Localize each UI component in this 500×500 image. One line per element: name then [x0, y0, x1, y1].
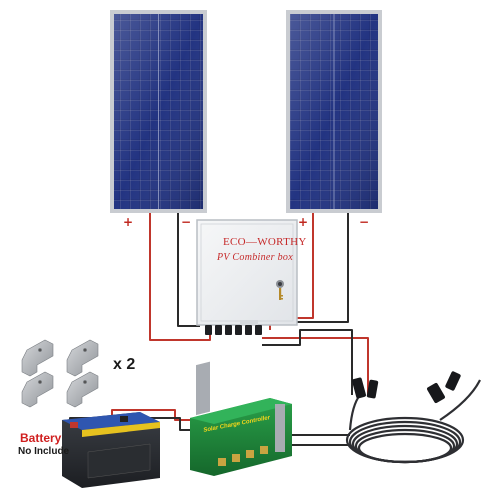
combiner-box	[196, 219, 298, 335]
right-panel-positive-label: +	[298, 215, 309, 229]
combiner-box-brand: ECO—WORTHY	[223, 236, 307, 248]
bracket-quantity-label: x 2	[113, 356, 136, 373]
pv-extension-cable	[345, 379, 481, 464]
solar-panel-left	[110, 10, 207, 213]
battery-label: Battery	[20, 431, 62, 445]
charge-controller	[190, 361, 292, 476]
mounting-brackets	[21, 339, 99, 408]
battery-negative-terminal	[120, 416, 128, 422]
battery-not-included-note: No Include	[18, 446, 70, 457]
z-bracket	[21, 339, 54, 377]
combiner-box-title: PV Combiner box	[217, 252, 293, 263]
battery-positive-terminal	[70, 422, 78, 428]
z-bracket	[66, 339, 99, 377]
controller-screw-terminals	[218, 446, 268, 466]
key-lock-icon	[276, 280, 284, 300]
left-panel-positive-label: +	[123, 215, 134, 229]
z-bracket	[66, 371, 99, 408]
right-panel-negative-label: −	[359, 215, 370, 229]
solar-panel-right	[286, 10, 382, 213]
combiner-connectors	[205, 325, 262, 335]
mc4-connectors	[352, 371, 461, 404]
z-bracket	[21, 371, 54, 408]
left-panel-negative-label: −	[181, 215, 192, 229]
battery	[62, 412, 160, 488]
